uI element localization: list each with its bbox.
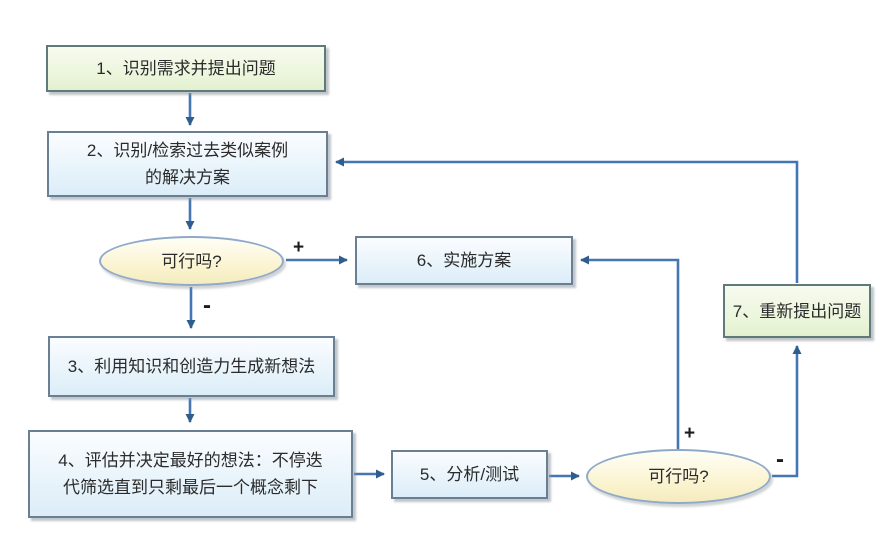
edge-label-decision2-no: - — [776, 446, 784, 473]
decision-2-label: 可行吗? — [648, 467, 709, 486]
node-5-analyze-test: 5、分析/测试 — [391, 450, 548, 499]
node-1-label: 1、识别需求并提出问题 — [96, 59, 276, 78]
node-3-generate-new-ideas: 3、利用知识和创造力生成新想法 — [48, 336, 335, 397]
decision-1-feasible: 可行吗? — [99, 236, 284, 286]
node-1-identify-needs: 1、识别需求并提出问题 — [46, 45, 326, 92]
node-5-label: 5、分析/测试 — [419, 465, 520, 484]
edge-label-decision2-yes: + — [684, 423, 696, 444]
decision-1-label: 可行吗? — [161, 251, 222, 271]
node-4-label: 4、评估并决定最好的想法：不停迭 代筛选直到只剩最后一个概念剩下 — [58, 451, 323, 497]
node-7-label: 7、重新提出问题 — [732, 301, 862, 321]
node-2-search-similar-cases: 2、识别/检索过去类似案例 的解决方案 — [47, 131, 328, 197]
node-6-implement-solution: 6、实施方案 — [355, 236, 573, 285]
edge-label-decision1-yes: + — [293, 237, 305, 258]
decision-2-feasible: 可行吗? — [586, 449, 771, 504]
node-3-label: 3、利用知识和创造力生成新想法 — [67, 357, 316, 376]
edge-label-decision1-no: - — [203, 292, 211, 319]
node-2-label: 2、识别/检索过去类似案例 的解决方案 — [86, 141, 289, 187]
edge-d2-n6 — [580, 255, 680, 449]
node-6-label: 6、实施方案 — [416, 251, 512, 270]
node-7-restate-problem: 7、重新提出问题 — [723, 284, 871, 338]
node-4-evaluate-best-idea: 4、评估并决定最好的想法：不停迭 代筛选直到只剩最后一个概念剩下 — [28, 430, 353, 518]
